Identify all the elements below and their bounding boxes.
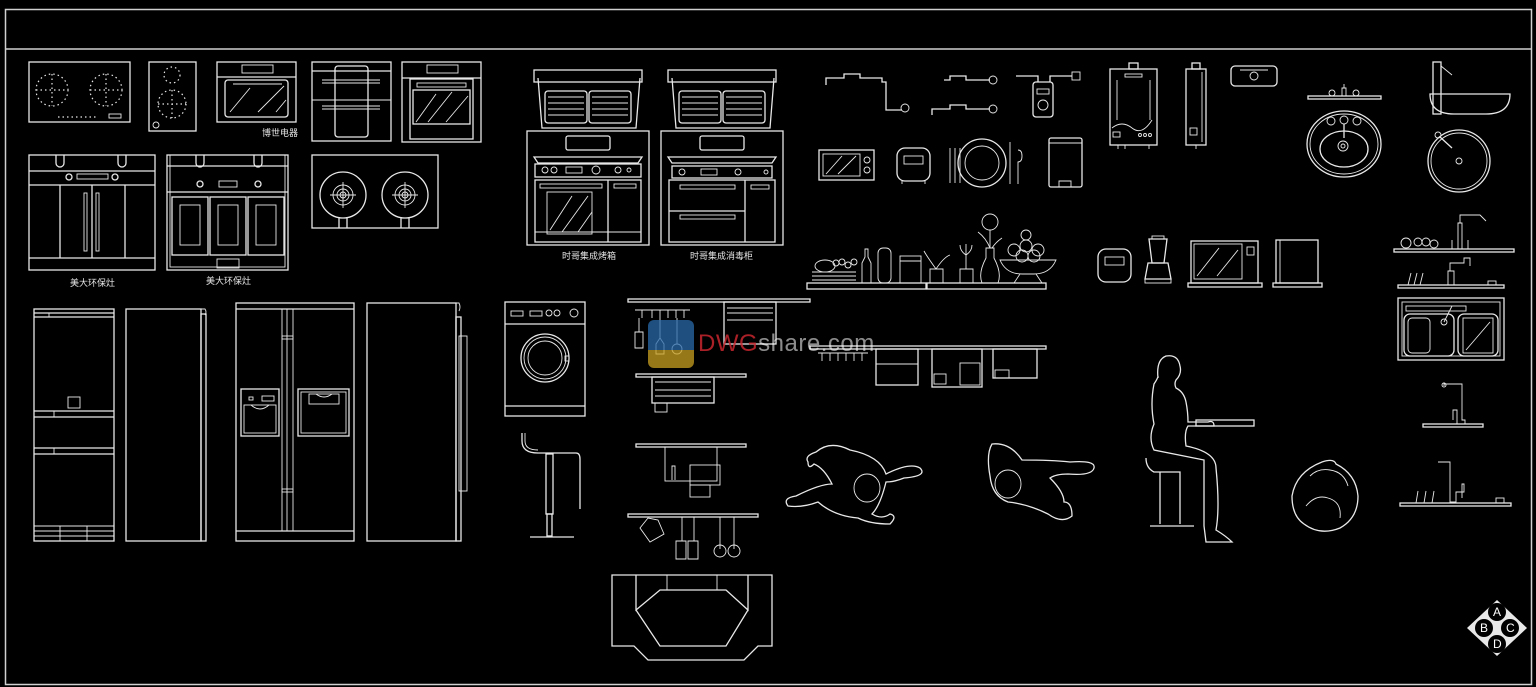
person-plan-1 — [785, 444, 923, 525]
built-in-oven-2 — [401, 61, 482, 143]
toaster-oven — [818, 149, 875, 181]
gas-pipes — [825, 73, 998, 115]
mini-fridge — [1272, 239, 1323, 288]
built-in-oven-1 — [216, 61, 297, 123]
logo-letter-b: B — [1480, 621, 1489, 635]
bar-stool — [521, 433, 581, 538]
integrated-sterilizer-range — [660, 69, 784, 246]
double-sink-plan — [1397, 297, 1505, 361]
induction-cooktop-single — [148, 61, 197, 132]
built-in-steamer — [311, 61, 392, 142]
label-midea-stove-1: 美大环保灶 — [70, 279, 116, 289]
abcd-logo — [1467, 600, 1527, 656]
label-shige-sterilizer: 时哥集成消毒柜 — [690, 252, 754, 262]
label-bosch-appliances: 博世电器 — [262, 129, 299, 139]
label-shige-oven: 时哥集成烤箱 — [562, 252, 617, 262]
gas-meter — [1016, 71, 1081, 118]
water-heater-large — [1109, 62, 1158, 149]
utensil-rails — [627, 298, 1047, 560]
oval-basin-plan — [1306, 110, 1382, 178]
fridge-3-door — [33, 308, 115, 542]
range-hood-plan — [611, 574, 773, 661]
shelf-decor — [806, 213, 1057, 290]
gas-hob — [311, 154, 439, 229]
person-plan-2 — [987, 443, 1095, 521]
fridge-side — [125, 308, 207, 542]
microwave — [1187, 240, 1263, 288]
kitchen-faucet-2 — [1397, 257, 1505, 289]
round-basin-plan — [1427, 129, 1491, 193]
rice-cooker — [896, 147, 931, 184]
stove-cabinet-1 — [28, 154, 156, 271]
kitchen-faucet-1 — [1393, 214, 1515, 253]
faucet-4 — [1399, 461, 1512, 507]
logo-letter-a: A — [1493, 605, 1502, 619]
integrated-oven-range — [526, 69, 650, 246]
induction-cooktop-double — [28, 61, 131, 123]
faucet-3 — [1422, 382, 1484, 428]
rice-cooker-2 — [1097, 248, 1132, 283]
label-midea-stove-2: 美大环保灶 — [206, 277, 252, 287]
trash-bin — [1048, 137, 1083, 188]
person-seated — [1145, 355, 1255, 543]
countertop-sink-small — [1230, 65, 1278, 87]
fridge-side-2 — [366, 302, 468, 542]
plate-setting — [949, 138, 1023, 188]
water-heater-slim — [1185, 62, 1207, 149]
logo-letter-d: D — [1493, 637, 1502, 651]
fridge-side-by-side — [235, 302, 355, 542]
stove-cabinet-2 — [166, 154, 289, 271]
abcd-logo-letters: A B C D — [1467, 602, 1525, 660]
vessel-basin-elevation — [1429, 61, 1511, 115]
basin-faucet-elevation — [1307, 84, 1382, 100]
washing-machine — [504, 301, 586, 417]
drawing-frame — [4, 8, 1533, 686]
logo-letter-c: C — [1506, 621, 1515, 635]
person-top — [1291, 459, 1359, 532]
blender — [1144, 235, 1172, 284]
